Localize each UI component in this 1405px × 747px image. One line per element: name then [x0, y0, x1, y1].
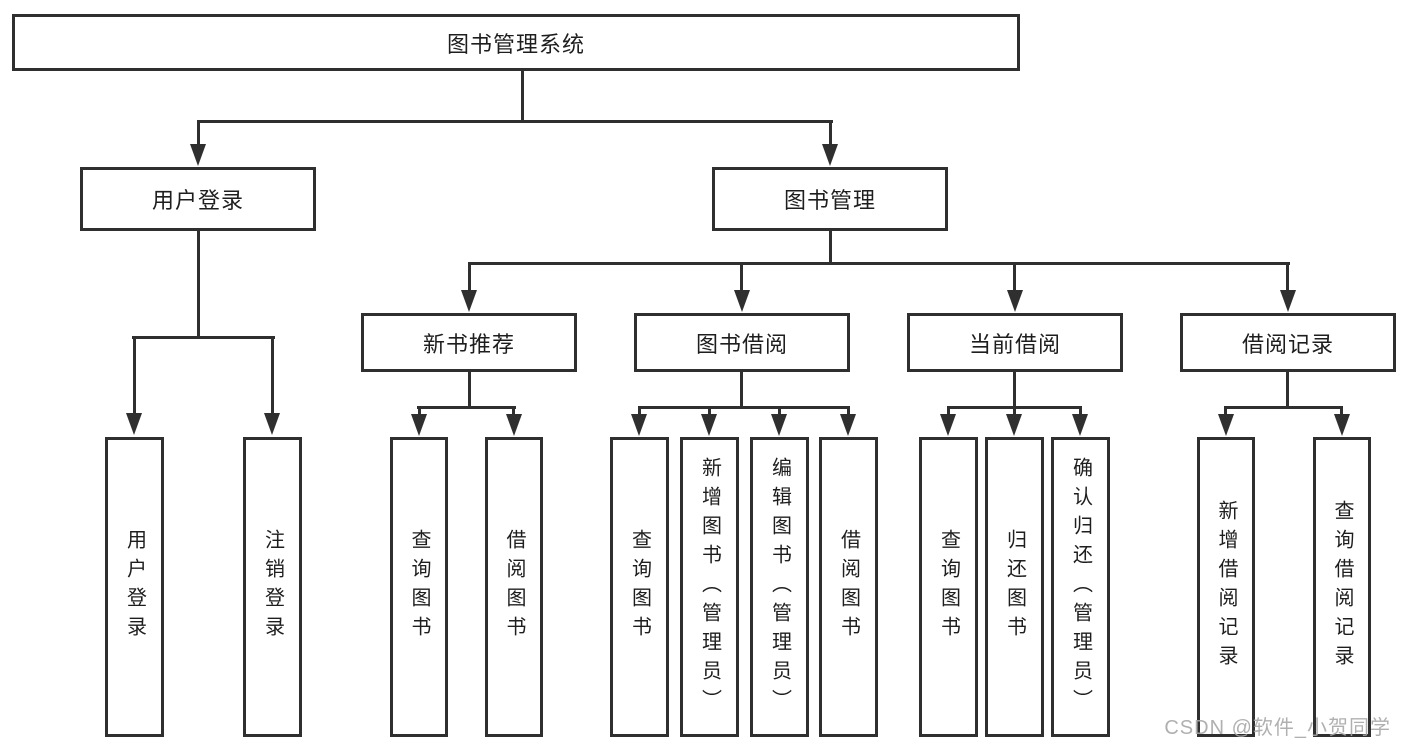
connector-hline — [638, 406, 850, 409]
connector-vline — [740, 372, 743, 409]
node-label: 用户登录 — [151, 188, 244, 213]
leaf-records-query-record: 查询借阅记录 — [1313, 437, 1371, 737]
node-book-borrow: 图书借阅 — [634, 313, 850, 372]
leaf-label: 新增借阅记录 — [1215, 500, 1237, 674]
arrow-down-icon — [1218, 414, 1234, 436]
leaf-records-add-record: 新增借阅记录 — [1197, 437, 1255, 737]
arrow-down-icon — [701, 414, 717, 436]
connector-vline — [829, 231, 832, 265]
arrow-down-icon — [411, 414, 427, 436]
watermark: CSDN @软件_小贺同学 — [1164, 717, 1391, 739]
arrow-down-icon — [264, 413, 280, 435]
leaf-recommend-borrow-book: 借阅图书 — [485, 437, 543, 737]
node-label: 借阅记录 — [1241, 331, 1334, 357]
arrow-down-icon — [822, 144, 838, 166]
connector-stem — [829, 123, 832, 145]
arrow-down-icon — [1334, 414, 1350, 436]
connector-stem — [512, 409, 515, 415]
connector-stem — [133, 339, 136, 414]
connector-vline — [1286, 372, 1289, 409]
leaf-current-confirm-return-admin: 确认归还（管理员） — [1051, 437, 1110, 737]
arrow-down-icon — [1006, 414, 1022, 436]
connector-stem — [1013, 265, 1016, 291]
leaf-borrow-query-book: 查询图书 — [610, 437, 669, 737]
arrow-down-icon — [190, 144, 206, 166]
connector-stem — [1013, 409, 1016, 415]
leaf-label: 新增图书（管理员） — [698, 456, 721, 718]
leaf-label: 确认归还（管理员） — [1069, 456, 1092, 718]
arrow-down-icon — [1007, 290, 1023, 312]
node-user-login: 用户登录 — [80, 167, 316, 231]
leaf-current-query-book: 查询图书 — [919, 437, 978, 737]
connector-stem — [1340, 409, 1343, 415]
leaf-current-return-book: 归还图书 — [985, 437, 1044, 737]
arrow-down-icon — [940, 414, 956, 436]
connector-vline — [1013, 372, 1016, 409]
connector-stem — [468, 265, 471, 291]
arrow-down-icon — [631, 414, 647, 436]
node-new-book-recommend: 新书推荐 — [361, 313, 577, 372]
leaf-borrow-edit-book-admin: 编辑图书（管理员） — [750, 437, 809, 737]
arrow-down-icon — [734, 290, 750, 312]
connector-hline — [1224, 406, 1343, 409]
leaf-borrow-borrow-book: 借阅图书 — [819, 437, 878, 737]
arrow-down-icon — [840, 414, 856, 436]
connector-stem — [1079, 409, 1082, 415]
connector-hline — [947, 406, 1082, 409]
node-current-borrow: 当前借阅 — [907, 313, 1123, 372]
leaf-label: 查询借阅记录 — [1331, 500, 1353, 674]
node-root-label: 图书管理系统 — [446, 31, 585, 57]
arrow-down-icon — [506, 414, 522, 436]
leaf-borrow-add-book-admin: 新增图书（管理员） — [680, 437, 739, 737]
connector-stem — [947, 409, 950, 415]
connector-stem — [638, 409, 641, 415]
leaf-label: 编辑图书（管理员） — [768, 456, 791, 718]
node-borrow-records: 借阅记录 — [1180, 313, 1396, 372]
connector-stem — [418, 409, 421, 415]
arrow-down-icon — [1072, 414, 1088, 436]
connector-stem — [740, 265, 743, 291]
arrow-down-icon — [771, 414, 787, 436]
connector-stem — [847, 409, 850, 415]
leaf-label: 查询图书 — [628, 529, 651, 645]
connector-stem — [1224, 409, 1227, 415]
connector-stem — [197, 123, 200, 145]
connector-hline — [417, 406, 516, 409]
arrow-down-icon — [461, 290, 477, 312]
connector-vline — [521, 71, 524, 120]
connector-stem — [778, 409, 781, 415]
connector-stem — [1286, 265, 1289, 291]
leaf-label: 借阅图书 — [503, 529, 525, 645]
arrow-down-icon — [126, 413, 142, 435]
node-label: 新书推荐 — [422, 331, 515, 357]
leaf-label: 注销登录 — [261, 529, 284, 645]
leaf-label: 查询图书 — [408, 529, 430, 645]
connector-vline — [468, 372, 471, 409]
connector-hline — [197, 120, 833, 123]
node-root: 图书管理系统 — [12, 14, 1020, 71]
connector-vline — [197, 231, 200, 339]
leaf-label: 归还图书 — [1003, 529, 1026, 645]
leaf-user-login: 用户登录 — [105, 437, 164, 737]
leaf-recommend-query-book: 查询图书 — [390, 437, 448, 737]
node-book-management: 图书管理 — [712, 167, 948, 231]
connector-stem — [271, 339, 274, 414]
node-label: 图书管理 — [783, 188, 876, 213]
leaf-logout: 注销登录 — [243, 437, 302, 737]
connector-hline — [468, 262, 1290, 265]
leaf-label: 用户登录 — [123, 529, 146, 645]
leaf-label: 查询图书 — [937, 529, 960, 645]
node-label: 当前借阅 — [968, 331, 1061, 357]
leaf-label: 借阅图书 — [837, 529, 860, 645]
node-label: 图书借阅 — [695, 331, 788, 357]
arrow-down-icon — [1280, 290, 1296, 312]
connector-hline — [132, 336, 275, 339]
connector-stem — [708, 409, 711, 415]
